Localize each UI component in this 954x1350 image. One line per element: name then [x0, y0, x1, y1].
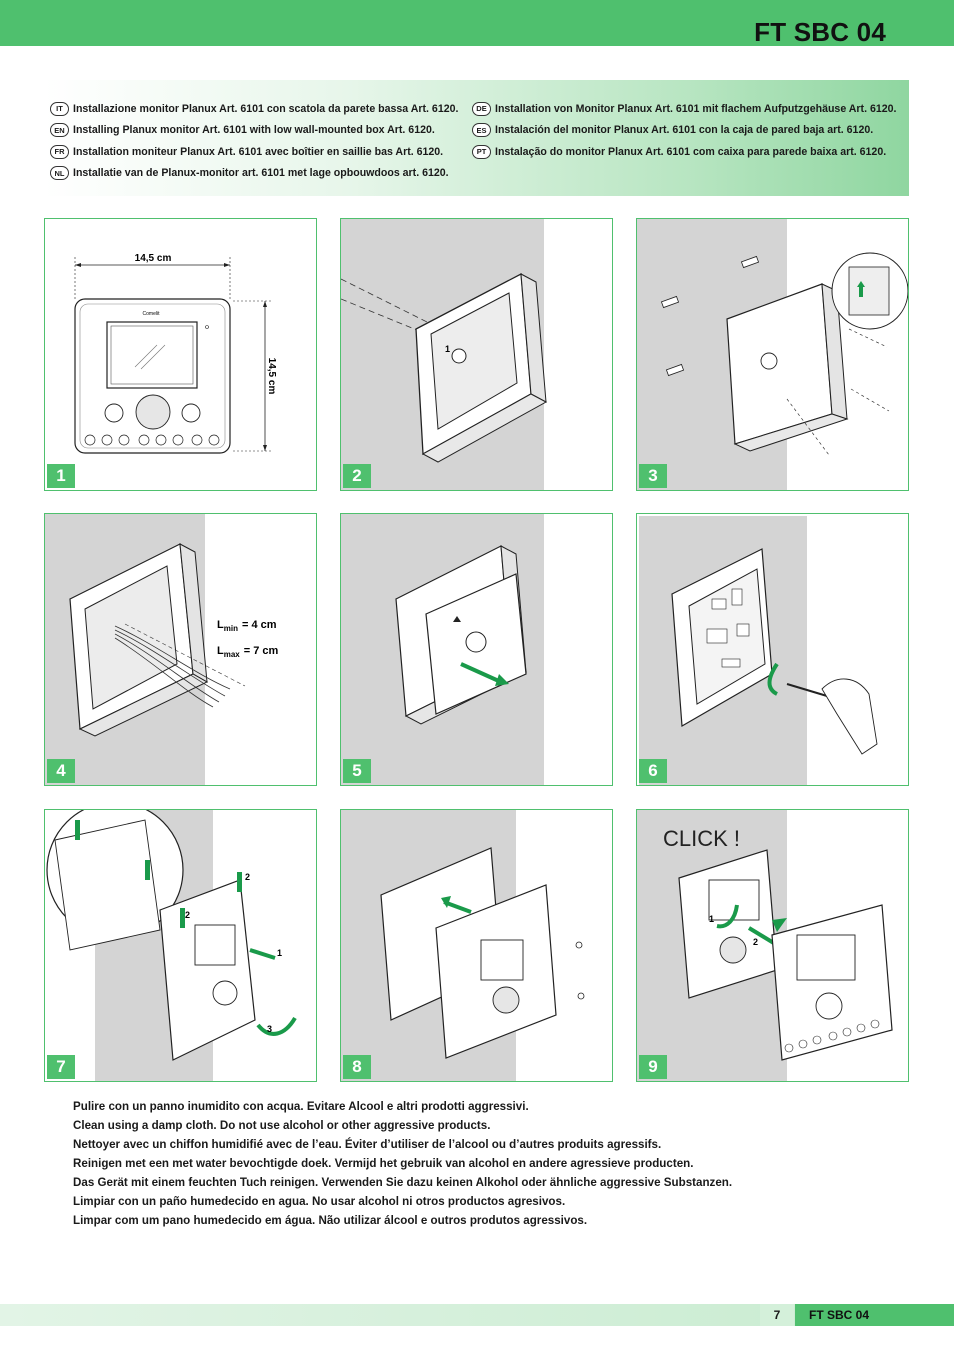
- mounting-screws-illustration: [341, 810, 585, 1081]
- step-number-5: 5: [343, 759, 371, 783]
- cleaning-line: Reinigen met een met water bevochtigde d…: [73, 1157, 694, 1170]
- step-panel-7: 1 2 2 3 7: [44, 809, 317, 1082]
- step-number-6: 6: [639, 759, 667, 783]
- brand-logo: Comelit: [143, 311, 161, 317]
- step-panel-3: 3: [636, 218, 909, 491]
- lmin-label: Lmin= 4 cm: [217, 619, 277, 633]
- cleaning-line: Pulire con un panno inumidito con acqua.…: [73, 1100, 529, 1113]
- screw-fixing-illustration: [637, 219, 908, 490]
- language-row: FR Installation moniteur Planux Art. 6101…: [50, 141, 458, 163]
- language-row: IT Installazione monitor Planux Art. 6101…: [50, 98, 458, 120]
- step-panel-9: CLICK ! 1 2 9: [636, 809, 909, 1082]
- callout-number: 2: [185, 910, 190, 920]
- language-row: PT Instalação do monitor Planux Art. 6101…: [472, 141, 896, 163]
- language-row: EN Installing Planux monitor Art. 6101 wi…: [50, 120, 458, 142]
- language-code-badge: DE: [472, 101, 491, 116]
- language-title: Installation von Monitor Planux Art. 610…: [495, 102, 897, 115]
- protective-cover-illustration: [341, 514, 544, 785]
- step-number-1: 1: [47, 464, 75, 488]
- cleaning-line: Nettoyer avec un chiffon humidifié avec …: [73, 1138, 662, 1151]
- header-bar: [0, 0, 954, 46]
- language-column-right: DE Installation von Monitor Planux Art. 6…: [472, 98, 896, 163]
- mounting-plate-illustration: 1 2 2 3: [46, 810, 297, 1081]
- language-title: Installatie van de Planux-monitor art. 6…: [73, 167, 449, 180]
- callout-number: 1: [445, 344, 450, 354]
- step-number-8: 8: [343, 1055, 371, 1079]
- step-number-3: 3: [639, 464, 667, 488]
- footer-bar: [0, 1304, 954, 1326]
- language-title: Instalação do monitor Planux Art. 6101 c…: [495, 145, 887, 158]
- step-panel-5: 5: [340, 513, 613, 786]
- language-titles-box: IT Installazione monitor Planux Art. 6101…: [44, 80, 909, 196]
- cleaning-instructions: Pulire con un panno inumidito con acqua.…: [73, 1097, 732, 1230]
- monitor-dimensions-illustration: 14,5 cm 14,5 cm Comelit: [74, 253, 277, 454]
- wiring-terminals-illustration: [639, 516, 878, 785]
- callout-number: 2: [753, 937, 758, 947]
- language-title: Installation moniteur Planux Art. 6101 a…: [73, 145, 444, 158]
- language-code-badge: FR: [50, 144, 69, 159]
- language-code-badge: ES: [472, 123, 491, 138]
- wall-box-illustration: 1: [341, 219, 548, 490]
- language-title: Instalación del monitor Planux Art. 6101…: [495, 124, 874, 137]
- language-title: Installazione monitor Planux Art. 6101 c…: [73, 102, 459, 115]
- width-dimension-label: 14,5 cm: [135, 253, 172, 264]
- cleaning-line: Das Gerät mit einem feuchten Tuch reinig…: [73, 1176, 733, 1189]
- callout-number: 1: [709, 914, 714, 924]
- monitor-snap-on-illustration: CLICK ! 1 2: [637, 810, 893, 1081]
- language-row: ES Instalación del monitor Planux Art. 61…: [472, 120, 896, 142]
- step-number-4: 4: [47, 759, 75, 783]
- step-panel-2: 1 2: [340, 218, 613, 491]
- step-number-7: 7: [47, 1055, 75, 1079]
- language-code-badge: EN: [50, 123, 69, 138]
- language-title: Installing Planux monitor Art. 6101 with…: [73, 124, 435, 137]
- height-dimension-label: 14,5 cm: [266, 358, 277, 395]
- callout-number: 3: [267, 1024, 272, 1034]
- language-code-badge: NL: [50, 166, 69, 181]
- lmax-label: Lmax= 7 cm: [217, 645, 279, 659]
- step-panel-6: 6: [636, 513, 909, 786]
- step-panel-4: Lmin= 4 cm Lmax= 7 cm 4: [44, 513, 317, 786]
- language-code-badge: PT: [472, 144, 491, 159]
- language-column-left: IT Installazione monitor Planux Art. 6101…: [50, 98, 458, 184]
- cleaning-line: Limpar com um pano humedecido em água. N…: [73, 1214, 588, 1227]
- step-panel-1: 14,5 cm 14,5 cm Comelit 1: [44, 218, 317, 491]
- cable-length-illustration: Lmin= 4 cm Lmax= 7 cm: [45, 514, 279, 785]
- step-number-2: 2: [343, 464, 371, 488]
- page-title: FT SBC 04: [754, 17, 886, 47]
- cleaning-line: Clean using a damp cloth. Do not use alc…: [73, 1119, 491, 1132]
- cleaning-line: Limpiar con un paño humedecido en agua. …: [73, 1195, 566, 1208]
- callout-number: 1: [277, 948, 282, 958]
- language-code-badge: IT: [50, 101, 69, 116]
- language-row: DE Installation von Monitor Planux Art. 6…: [472, 98, 896, 120]
- step-number-9: 9: [639, 1055, 667, 1079]
- click-label: CLICK !: [663, 826, 740, 851]
- step-panel-8: 8: [340, 809, 613, 1082]
- language-row: NL Installatie van de Planux-monitor art.…: [50, 163, 458, 185]
- callout-number: 2: [245, 872, 250, 882]
- footer-title: FT SBC 04: [795, 1304, 954, 1326]
- page-number: 7: [760, 1304, 794, 1326]
